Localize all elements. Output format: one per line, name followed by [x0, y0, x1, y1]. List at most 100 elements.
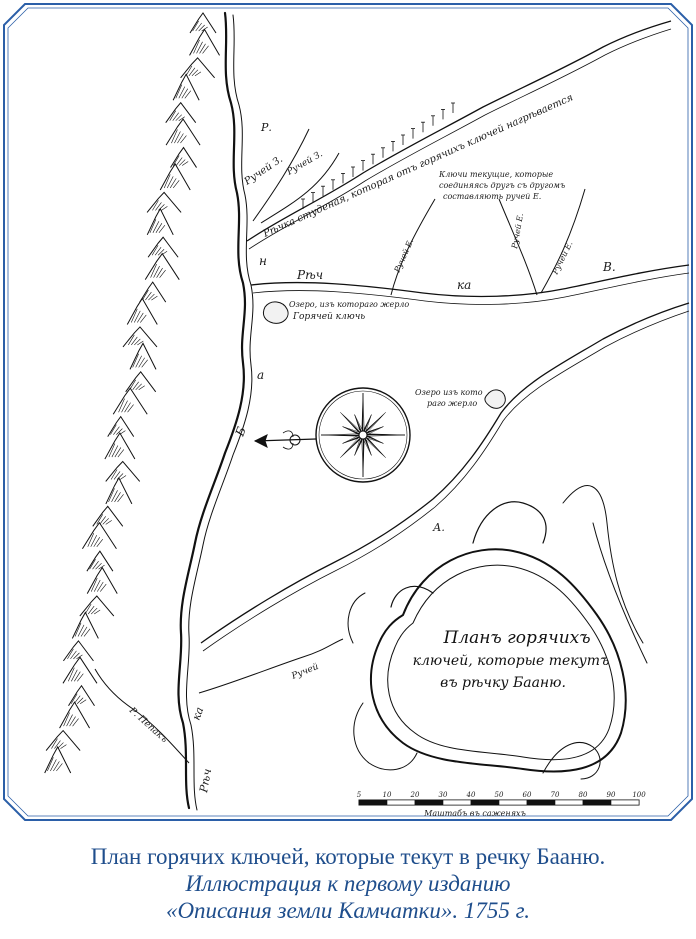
mountain-peak	[139, 281, 167, 303]
river-a	[200, 302, 690, 644]
mountain-hatching	[73, 652, 80, 660]
mountain-hatching	[76, 697, 84, 704]
stream-z-right	[260, 152, 340, 224]
mountain-hatching	[77, 624, 85, 637]
scale-caption: Маштабъ въ саженяхъ	[423, 809, 526, 818]
scale-segment	[470, 799, 500, 806]
mountain-hatching	[110, 424, 117, 435]
mountain-peak	[86, 566, 118, 594]
scale-segment	[442, 799, 472, 806]
mountain-hatching	[155, 223, 163, 233]
mountain-hatching	[54, 740, 61, 749]
mountain-peak	[104, 432, 136, 460]
scale-tick-label: 100	[632, 791, 646, 799]
mountain-hatching	[127, 404, 134, 413]
frame-border	[3, 3, 693, 821]
mountain-hatching	[152, 221, 160, 233]
scale-tick-label: 70	[551, 791, 560, 799]
mountain-hatching	[198, 24, 205, 32]
mountain-hatching	[185, 65, 193, 77]
label-letter-ka: ка	[190, 705, 207, 722]
scale-tick-label: 60	[523, 791, 532, 799]
mountain-hatching	[95, 562, 102, 570]
mountain-hatching	[76, 654, 83, 660]
mountain-hatching	[156, 267, 163, 278]
river-baanya	[177, 11, 254, 811]
mountain-hatching	[169, 178, 177, 189]
mountain-hatching	[100, 583, 107, 592]
mountain-hatching	[172, 180, 180, 189]
scale-bar	[358, 799, 640, 806]
mountain-hatching	[92, 561, 99, 570]
mountain-peak	[82, 521, 117, 550]
mountain-hatching	[98, 564, 105, 570]
mountain-hatching	[132, 353, 139, 368]
mountain-hatching	[145, 291, 152, 301]
scale-tick-label: 40	[466, 791, 476, 799]
mountain-hatching	[163, 174, 171, 189]
mountain-hatching	[192, 20, 199, 32]
mountain-peak	[62, 656, 98, 684]
mountain-hatching	[70, 693, 78, 704]
mountain-peak	[180, 57, 215, 79]
scale-segment	[386, 799, 416, 806]
mountain-hatching	[77, 673, 84, 682]
compass-rose	[315, 387, 411, 483]
mountain-peak	[71, 611, 99, 639]
mountain-hatching	[96, 538, 104, 547]
mountain-peak	[59, 701, 91, 729]
mountain-hatching	[193, 39, 200, 54]
mountain-hatching	[47, 757, 54, 772]
mountain-hatching	[110, 469, 118, 480]
mountain-hatching	[134, 310, 141, 323]
mountain-hatching	[83, 628, 91, 637]
mountain-hatching	[108, 443, 116, 458]
mountain-peak	[45, 729, 81, 751]
map-frame: Планъ горячихъ ключей, которые текутъ въ…	[3, 3, 693, 821]
mountain-hatching	[177, 133, 184, 144]
mountain-hatching	[74, 671, 81, 682]
mountain-peak	[189, 28, 220, 56]
river-b	[250, 264, 690, 298]
scale-segment	[414, 799, 444, 806]
mountain-hatching	[181, 88, 189, 99]
mountain-hatching	[148, 293, 155, 301]
mountain-hatching	[71, 669, 78, 682]
label-letter-a2: а	[257, 368, 264, 382]
mountain-hatching	[67, 648, 74, 660]
mountain-hatching	[96, 581, 104, 592]
mountain-hatching	[114, 447, 122, 458]
mountain-hatching	[53, 761, 60, 772]
mountain-hatching	[63, 712, 70, 727]
mountain-hatching	[128, 334, 135, 346]
label-lake2-line1: Озеро изъ кото	[415, 388, 483, 397]
mountain-hatching	[117, 494, 124, 503]
scale-segment	[498, 799, 528, 806]
mountain-peak	[105, 460, 141, 482]
mountain-hatching	[105, 520, 112, 525]
scale-tick-label: 50	[495, 791, 504, 799]
mountain-hatching	[135, 383, 142, 391]
caption-line-2: Иллюстрация к первому изданию	[185, 871, 511, 896]
mountain-peak	[165, 118, 201, 146]
mountain-hatching	[74, 622, 82, 637]
mountain-hatching	[140, 314, 147, 323]
caption-line-3: «Описания земли Камчатки». 1755 г.	[165, 898, 531, 923]
mountain-hatching	[102, 518, 109, 525]
mountain-hatching	[72, 718, 79, 727]
mountain-hatching	[175, 114, 182, 121]
mountain-hatching	[111, 490, 118, 503]
stream-z-left	[252, 128, 310, 222]
mountain-peak	[68, 684, 95, 706]
label-rech: Рѣч	[296, 268, 323, 282]
river-studenaya-bank	[248, 28, 672, 250]
mountain-hatching	[99, 516, 106, 525]
mountain-hatching	[93, 536, 101, 547]
mountain-hatching	[175, 84, 183, 99]
river-studenaya	[246, 20, 672, 242]
mountain-hatching	[80, 699, 87, 704]
stream-e-left	[390, 198, 436, 296]
mountain-hatching	[175, 157, 183, 166]
mountain-hatching	[124, 402, 131, 413]
